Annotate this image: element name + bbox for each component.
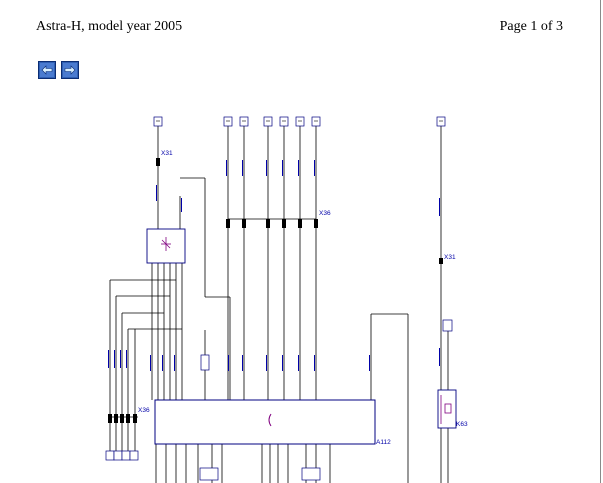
- relay-k63: [437, 389, 457, 429]
- splice-markers: [108, 158, 443, 423]
- page-indicator: Page 1 of 3: [499, 19, 563, 34]
- module-symbol: [268, 413, 272, 427]
- arrow-left-icon: [40, 63, 54, 77]
- bottom-connectors: [199, 467, 321, 481]
- label-x36-left: X36: [138, 407, 150, 414]
- control-module-a112: [154, 399, 376, 445]
- relay-symbol: [440, 395, 452, 424]
- label-x31-right: X31: [444, 254, 456, 261]
- previous-page-button[interactable]: [38, 61, 56, 79]
- document-title: Astra-H, model year 2005: [36, 19, 183, 34]
- wire-label-marks: [108, 160, 440, 371]
- label-x31-top: X31: [161, 150, 173, 157]
- sensor-symbol: [161, 237, 171, 251]
- next-page-button[interactable]: [61, 61, 79, 79]
- bottom-left-connectors: [105, 319, 453, 461]
- arrow-right-icon: [63, 63, 77, 77]
- label-k63: K63: [456, 421, 468, 428]
- label-x36-top: X36: [319, 210, 331, 217]
- top-connectors: [153, 116, 446, 127]
- label-a112: A112: [376, 439, 391, 446]
- right-edge-divider: [600, 0, 601, 483]
